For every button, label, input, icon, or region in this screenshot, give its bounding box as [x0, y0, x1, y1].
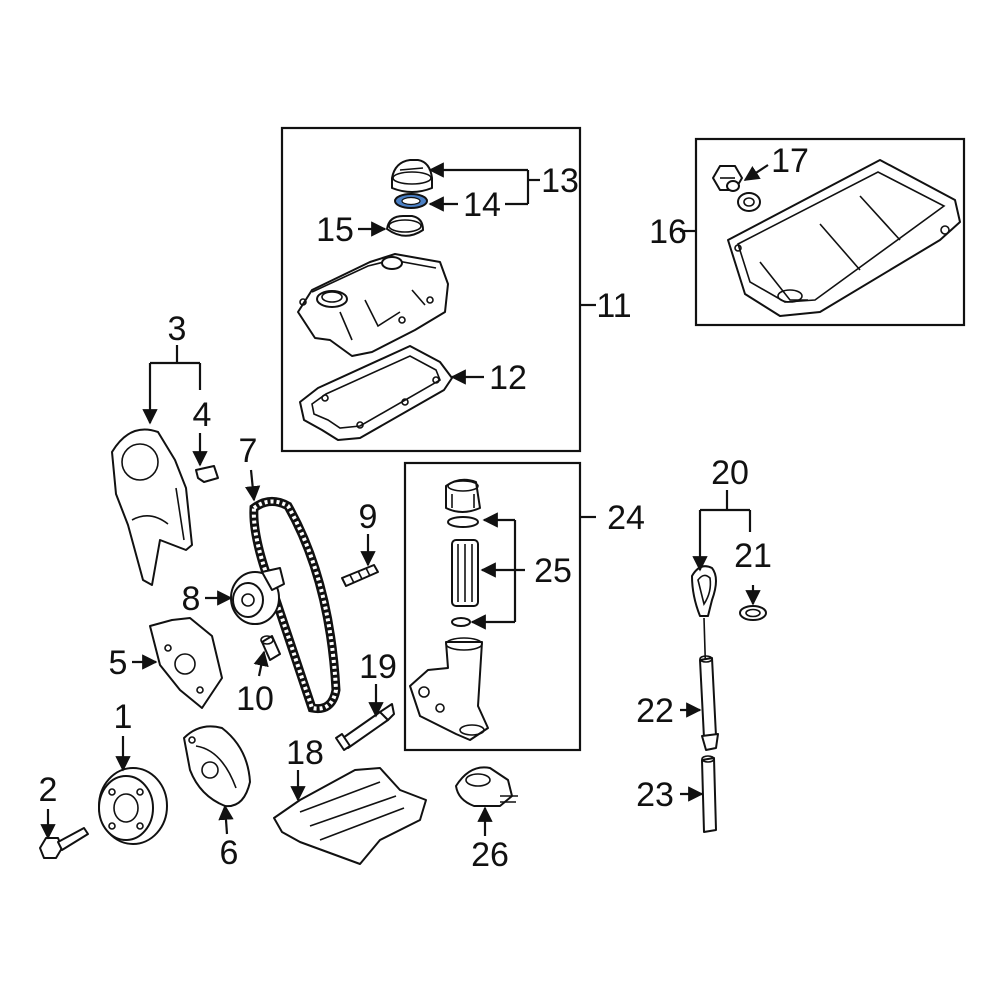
callout-2: 2: [39, 771, 58, 809]
callout-19: 19: [359, 648, 397, 686]
callout-12: 12: [489, 359, 527, 397]
callout-5: 5: [109, 644, 128, 682]
sealant-tube[interactable]: [335, 703, 395, 751]
filter-element-o-ring[interactable]: [451, 617, 471, 627]
oil-filler-cap[interactable]: [391, 159, 433, 193]
oil-filter-group-frame: [403, 461, 582, 752]
drain-plug[interactable]: [712, 165, 743, 192]
callout-18: 18: [286, 734, 324, 772]
callout-22: 22: [636, 692, 674, 730]
callout-14: 14: [463, 186, 501, 224]
filler-cap-seal[interactable]: [394, 193, 428, 209]
callout-17: 17: [771, 142, 809, 180]
callout-8: 8: [182, 580, 201, 618]
dipstick-tube[interactable]: [699, 655, 719, 751]
callout-26: 26: [471, 836, 509, 874]
upper-timing-cover[interactable]: [111, 428, 193, 586]
callout-6: 6: [220, 834, 239, 872]
engine-mount[interactable]: [455, 766, 518, 807]
crankshaft-pulley[interactable]: [98, 767, 168, 845]
lower-dipstick-tube[interactable]: [701, 755, 717, 833]
callout-23: 23: [636, 776, 674, 814]
callout-3: 3: [168, 310, 187, 348]
callout-11: 11: [596, 287, 631, 325]
callout-10: 10: [236, 680, 274, 718]
valve-cover[interactable]: [297, 253, 449, 357]
callout-21: 21: [734, 537, 772, 575]
callout-4: 4: [193, 396, 212, 434]
lower-timing-cover[interactable]: [183, 725, 251, 808]
oil-filter-element[interactable]: [451, 539, 479, 607]
filter-cap-o-ring[interactable]: [447, 516, 479, 528]
callout-24: 24: [607, 499, 645, 537]
drain-plug-washer[interactable]: [737, 192, 761, 212]
filler-neck-seal[interactable]: [386, 215, 424, 237]
oil-pan[interactable]: [727, 159, 961, 317]
callout-1: 1: [114, 698, 133, 736]
callout-15: 15: [316, 211, 354, 249]
callout-16: 16: [649, 213, 687, 251]
leader-lines: [40, 162, 769, 840]
callout-7: 7: [239, 432, 258, 470]
callout-20: 20: [711, 454, 749, 492]
valve-cover-group-frame: [280, 126, 582, 453]
tensioner-stud[interactable]: [341, 564, 379, 587]
callout-9: 9: [359, 498, 378, 536]
callout-25: 25: [534, 552, 572, 590]
valve-cover-gasket[interactable]: [299, 345, 453, 441]
lower-engine-shield[interactable]: [273, 767, 427, 865]
callout-13: 13: [541, 162, 579, 200]
cover-clip[interactable]: [195, 465, 219, 483]
oil-filter-housing[interactable]: [409, 637, 489, 741]
dipstick-o-ring[interactable]: [739, 605, 767, 621]
middle-timing-cover[interactable]: [149, 617, 223, 709]
filter-housing-cap[interactable]: [445, 478, 481, 513]
belt-tensioner[interactable]: [230, 567, 285, 625]
